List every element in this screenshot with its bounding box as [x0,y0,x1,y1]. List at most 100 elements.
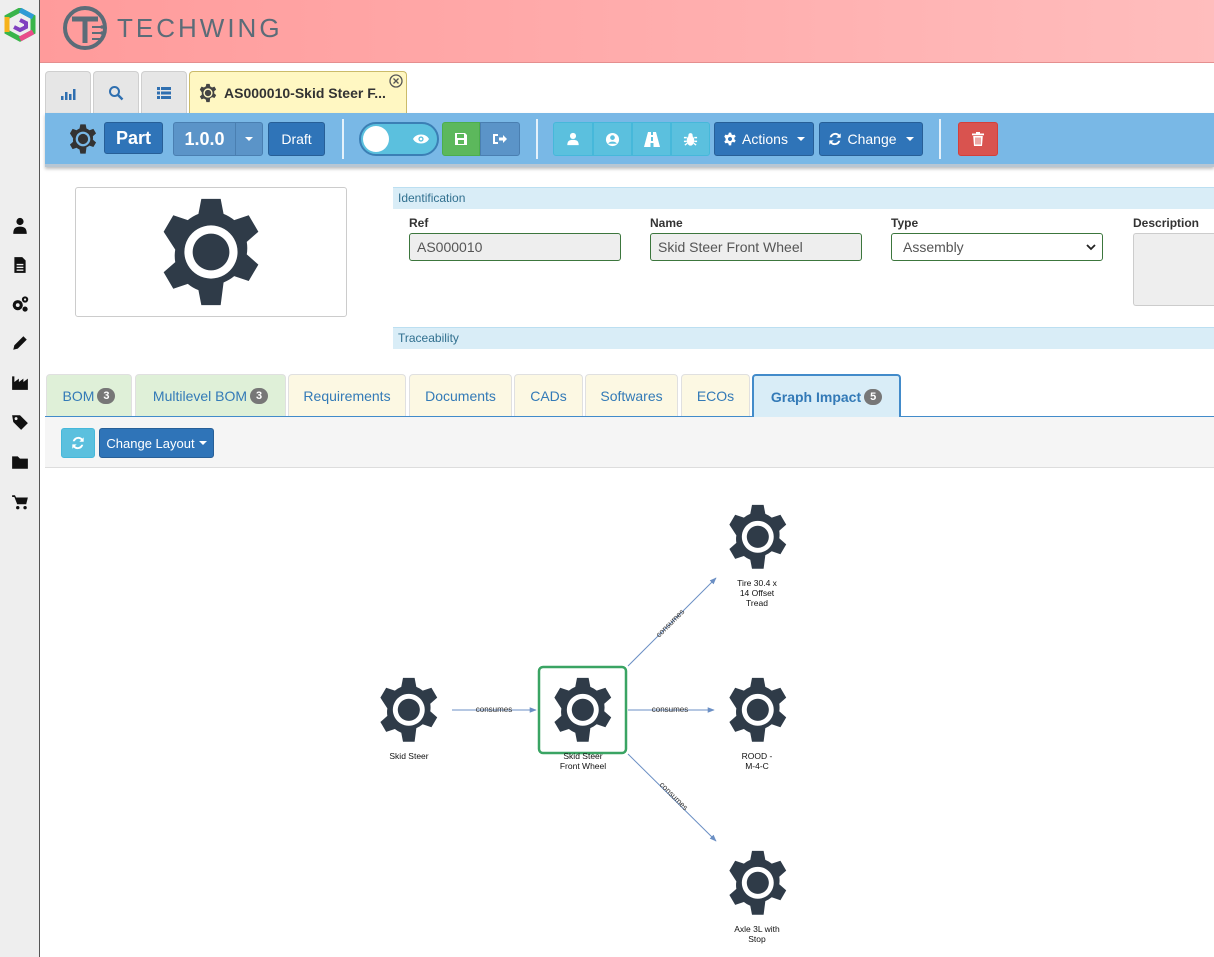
chevron-down-icon [905,137,914,141]
edit-toggle[interactable] [359,122,439,156]
toolbar-divider [342,119,344,159]
toggle-knob [363,126,389,152]
identification-heading: Identification [393,187,1214,209]
version-dropdown-button[interactable] [235,122,263,156]
tab-bom[interactable]: BOM 3 [46,374,132,416]
node-axle[interactable]: Axle 3L with Stop [729,850,787,944]
actions-label: Actions [742,131,788,147]
bug-icon [683,132,698,146]
node-label: Front Wheel [560,761,606,771]
type-select[interactable]: Assembly [891,233,1103,261]
left-rail [0,0,40,957]
gear-icon [729,504,787,569]
bug-button[interactable] [671,122,710,156]
part-type-label: Part [104,122,163,154]
cart-icon[interactable] [10,492,30,512]
gears-icon[interactable] [10,294,30,314]
document-tab[interactable]: AS000010-Skid Steer F... [189,71,407,113]
tab-cads[interactable]: CADs [514,374,583,416]
document-icon[interactable] [10,255,30,275]
close-icon[interactable] [389,74,403,88]
chevron-down-icon [796,137,805,141]
tab-label: Requirements [303,387,391,404]
refresh-icon [72,436,84,450]
list-icon [157,86,171,99]
users-icon[interactable] [10,216,30,236]
nav-tabs: AS000010-Skid Steer F... [40,63,1214,113]
change-layout-label: Change Layout [106,435,195,451]
node-rood[interactable]: ROOD - M-4-C [729,677,787,771]
type-select-value: Assembly [903,239,964,255]
description-label: Description [1133,216,1200,230]
traceability-heading: Traceability [393,327,1214,349]
save-button[interactable] [442,122,480,156]
edge-label: consumes [654,607,686,639]
node-label: Tread [746,598,768,608]
app-logo-icon[interactable] [4,8,36,46]
tab-multilevel-bom[interactable]: Multilevel BOM 3 [135,374,286,416]
node-label: M-4-C [745,761,769,771]
gear-icon [380,677,438,742]
node-skid-steer-front-wheel[interactable]: Skid Steer Front Wheel [537,665,628,771]
toolbar-divider [536,119,538,159]
selected-node-frame [537,665,628,755]
node-label: Stop [748,934,766,944]
description-field[interactable] [1133,233,1214,306]
exit-button[interactable] [480,122,520,156]
node-label: Axle 3L with [734,924,780,934]
change-button[interactable]: Change [819,122,923,156]
tab-label: CADs [530,387,567,404]
node-label: Tire 30.4 x [737,578,778,588]
toolbar-divider [939,119,941,159]
version-button[interactable]: 1.0.0 [173,122,236,156]
change-layout-button[interactable]: Change Layout [99,428,214,458]
tab-graph-impact[interactable]: Graph Impact 5 [752,374,901,417]
edge-front-wheel-to-axle: consumes [627,753,717,842]
user-button[interactable] [553,122,593,156]
industry-icon[interactable] [10,372,30,392]
name-field[interactable]: Skid Steer Front Wheel [650,233,862,261]
type-label: Type [891,216,919,230]
edge-label: consumes [658,780,690,812]
dashboard-tab[interactable] [45,71,91,113]
ref-field[interactable]: AS000010 [409,233,621,261]
folder-icon[interactable] [10,452,30,472]
tab-softwares[interactable]: Softwares [585,374,678,416]
graph-toolbar: Change Layout [45,417,1214,468]
graph-canvas: consumes consumes consumes consumes Skid… [380,504,787,944]
status-button[interactable]: Draft [268,122,325,156]
delete-button[interactable] [958,122,998,156]
count-badge: 5 [864,388,883,405]
ref-label: Ref [409,216,429,230]
refresh-graph-button[interactable] [61,428,95,458]
gear-icon [729,677,787,742]
user-circle-button[interactable] [593,122,632,156]
tab-ecos[interactable]: ECOs [681,374,750,416]
dashboard-icon [61,88,76,100]
actions-button[interactable]: Actions [714,122,814,156]
tab-label: Documents [425,387,496,404]
node-label: ROOD - [742,751,773,761]
brand-logo-icon [63,6,107,50]
node-tire[interactable]: Tire 30.4 x 14 Offset Tread [729,504,787,608]
node-label: Skid Steer [389,751,428,761]
brand-name: TECHWING [117,13,283,43]
edge-label: consumes [652,705,688,714]
pencil-icon[interactable] [10,333,30,353]
node-skid-steer[interactable]: Skid Steer [380,677,438,761]
name-label: Name [650,216,683,230]
edge-label: consumes [476,705,512,714]
part-gear-icon [69,124,97,154]
tab-requirements[interactable]: Requirements [288,374,406,416]
tag-icon[interactable] [10,412,30,432]
save-icon [455,133,467,145]
road-button[interactable] [632,122,671,156]
count-badge: 3 [250,387,269,404]
edge-front-wheel-to-rood: consumes [628,705,715,714]
tab-documents[interactable]: Documents [409,374,512,416]
search-tab[interactable] [93,71,139,113]
tab-label: Graph Impact [770,388,862,405]
document-tab-label: AS000010-Skid Steer F... [224,84,386,101]
list-tab[interactable] [141,71,187,113]
gear-icon [554,677,612,742]
